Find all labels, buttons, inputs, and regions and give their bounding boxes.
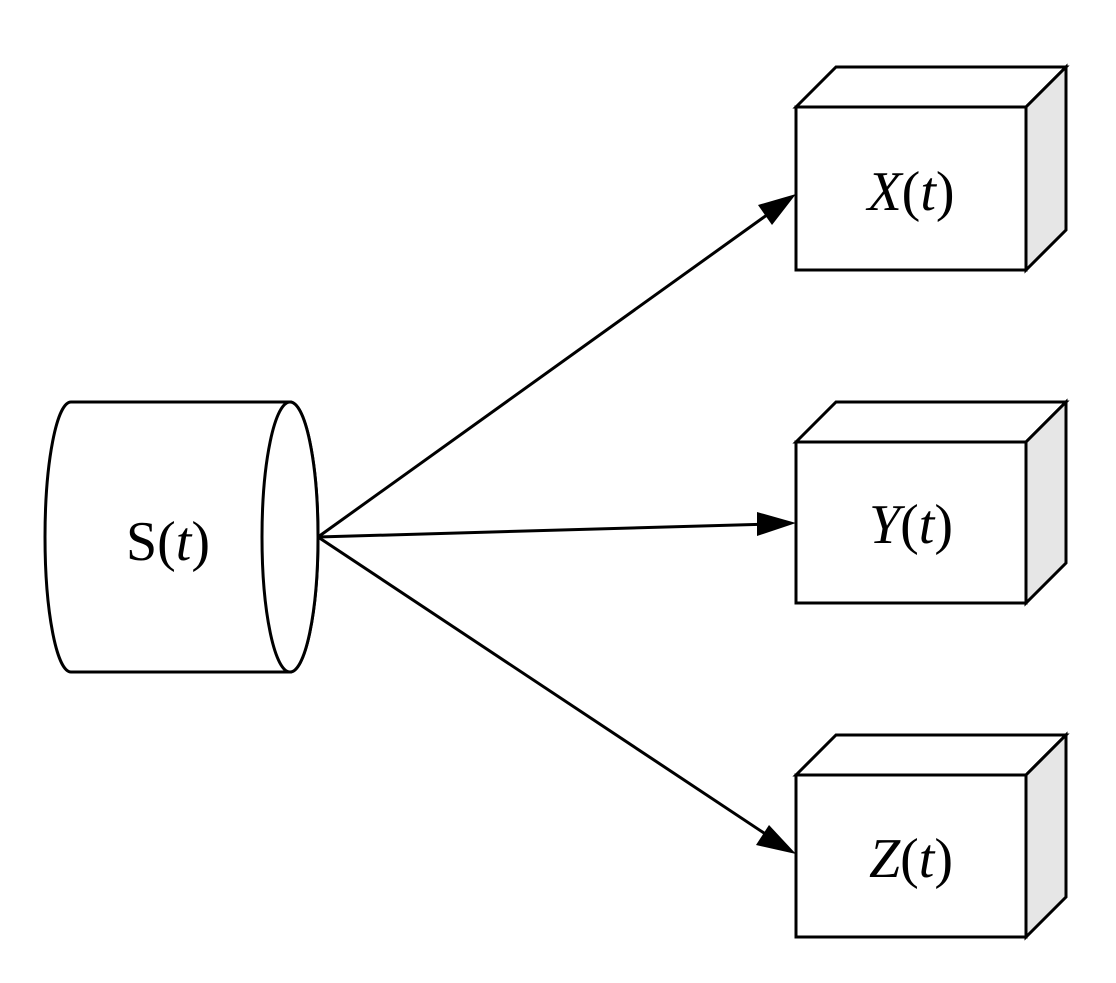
target-label-x: X(t) [865, 161, 954, 223]
box-y-front-face [794, 440, 1028, 605]
target-label-y: Y(t) [869, 494, 953, 556]
target-box-z: Z(t) [792, 731, 1070, 941]
arrowhead-x [758, 194, 796, 225]
target-box-x: X(t) [792, 63, 1070, 274]
target-box-y: Y(t) [792, 398, 1070, 607]
box-x-front-face [794, 105, 1028, 272]
arrowhead-y [757, 512, 796, 536]
box-y-top-face [792, 400, 1070, 444]
source-node-cylinder: S(t) [43, 400, 320, 674]
cylinder-end-cap [260, 400, 320, 674]
arrow-to-y [317, 512, 796, 539]
box-x-top-face [792, 65, 1070, 109]
source-label: S(t) [126, 511, 210, 573]
target-label-z: Z(t) [869, 828, 953, 890]
box-z-front-face [794, 773, 1028, 939]
arrowhead-z [756, 825, 796, 854]
box-z-top-face [792, 733, 1070, 777]
arrow-to-z [317, 535, 796, 854]
arrow-to-x [317, 194, 796, 539]
